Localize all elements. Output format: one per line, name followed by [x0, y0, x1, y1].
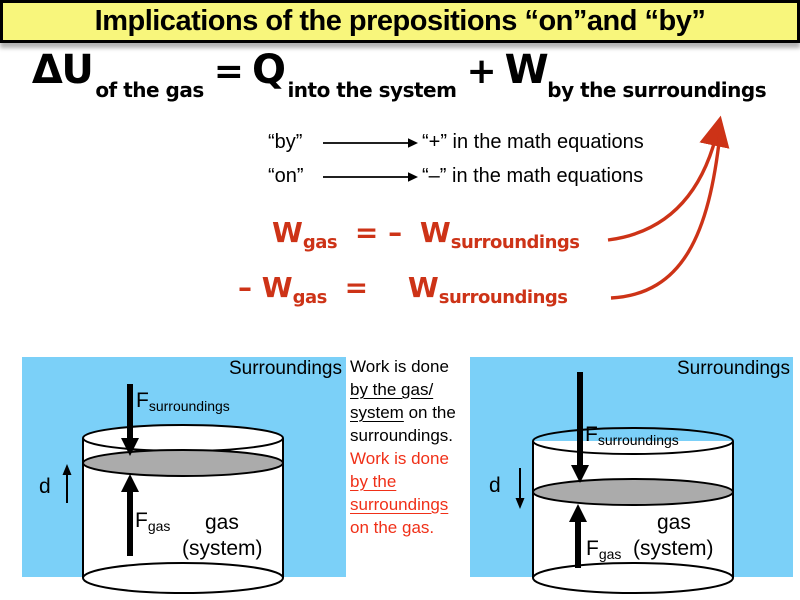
force-surroundings-arrowhead-icon [571, 465, 589, 483]
gas-subscript: gas [302, 232, 338, 253]
gas-label: gas [205, 511, 239, 534]
force-symbol: F [136, 389, 149, 412]
surroundings-subscript: surroundings [438, 287, 568, 308]
cylinder-body [533, 441, 733, 593]
cylinder-rim [82, 424, 284, 452]
work-note-red: Work is done by the surroundings on the … [350, 447, 458, 539]
left-diagram [22, 357, 346, 594]
red-equation-2: – Wgas = Wsurroundings [238, 271, 568, 307]
cylinder-rim [532, 427, 734, 455]
system-label: (system) [182, 537, 263, 560]
piston [82, 449, 284, 477]
gas-subscript: gas [292, 287, 328, 308]
mapping-result: “–” in the math equations [422, 165, 644, 187]
force-symbol: F [585, 423, 598, 446]
system-label: (system) [633, 537, 714, 560]
surroundings-subscript: surroundings [450, 232, 580, 253]
note-text: on the gas. [350, 518, 435, 537]
title-banner: Implications of the prepositions “on”and… [0, 0, 800, 43]
right-diagram [470, 357, 793, 594]
force-subscript: gas [598, 546, 622, 562]
delta-u-subscript: of the gas [95, 78, 204, 102]
note-text: Work is done [350, 449, 449, 468]
red-curved-arrows [607, 115, 730, 300]
preposition-mappings: “by” “+” in the math equations “on” “–” … [268, 129, 644, 197]
surroundings-label: Surroundings [676, 358, 790, 379]
q-term: Q [251, 47, 286, 93]
f-gas-label: Fgas [135, 509, 171, 534]
equals-minus: = – [354, 216, 403, 249]
arrow-right-icon [323, 137, 418, 148]
work-note: Work is done by the gas/ system on the s… [350, 355, 458, 539]
equals-sign: = [344, 271, 369, 304]
mapping-word: “on” [268, 165, 304, 187]
page-title: Implications of the prepositions “on”and… [94, 5, 706, 37]
f-surroundings-label: Fsurroundings [136, 389, 230, 414]
work-note-black: Work is done by the gas/ system on the s… [350, 355, 458, 447]
note-text: on the surroundings. [350, 403, 456, 445]
w-gas-term: W [261, 271, 293, 304]
note-text-underlined: by the surroundings [350, 472, 449, 514]
d-label: d [489, 474, 501, 497]
displacement-arrowhead-icon [515, 498, 525, 509]
arrow-right-icon [323, 171, 418, 182]
force-symbol: F [135, 509, 148, 532]
w-gas-term: W [272, 216, 303, 249]
q-subscript: into the system [287, 78, 457, 102]
w-subscript: by the surroundings [547, 78, 767, 102]
cylinder-bottom [82, 562, 284, 594]
curved-arrow-icon [607, 115, 730, 242]
curved-arrow-icon [610, 133, 722, 300]
force-subscript: surroundings [148, 398, 230, 414]
piston [532, 478, 734, 506]
w-surroundings-term: W [419, 216, 451, 249]
note-text: Work is done [350, 357, 449, 376]
displacement-arrowhead-icon [62, 464, 72, 475]
main-equation: ΔU of the gas = Q into the system + W by… [0, 47, 800, 102]
minus-sign: – [238, 271, 262, 304]
note-text-underlined: by the gas/ system [350, 380, 434, 422]
force-gas-arrowhead-icon [121, 474, 139, 492]
equals-sign: = [213, 51, 244, 92]
mapping-row-on: “on” “–” in the math equations [268, 163, 644, 190]
gas-label: gas [657, 511, 691, 534]
force-surroundings-arrowhead-icon [121, 438, 139, 456]
cylinder-bottom [532, 562, 734, 594]
f-surroundings-label: Fsurroundings [585, 423, 679, 448]
w-surroundings-term: W [407, 271, 439, 304]
force-subscript: gas [147, 518, 171, 534]
force-symbol: F [586, 537, 599, 560]
force-gas-arrowhead-icon [569, 504, 587, 522]
mapping-result: “+” in the math equations [422, 131, 644, 153]
f-gas-label: Fgas [586, 537, 622, 562]
mapping-row-by: “by” “+” in the math equations [268, 129, 644, 156]
plus-sign: + [466, 51, 497, 92]
d-label: d [39, 475, 51, 498]
w-term: W [504, 47, 549, 93]
mapping-word: “by” [268, 131, 303, 153]
force-subscript: surroundings [597, 432, 679, 448]
red-equation-1: Wgas = – Wsurroundings [272, 216, 580, 252]
surroundings-label: Surroundings [228, 358, 342, 379]
delta-u-term: ΔU [31, 47, 94, 93]
